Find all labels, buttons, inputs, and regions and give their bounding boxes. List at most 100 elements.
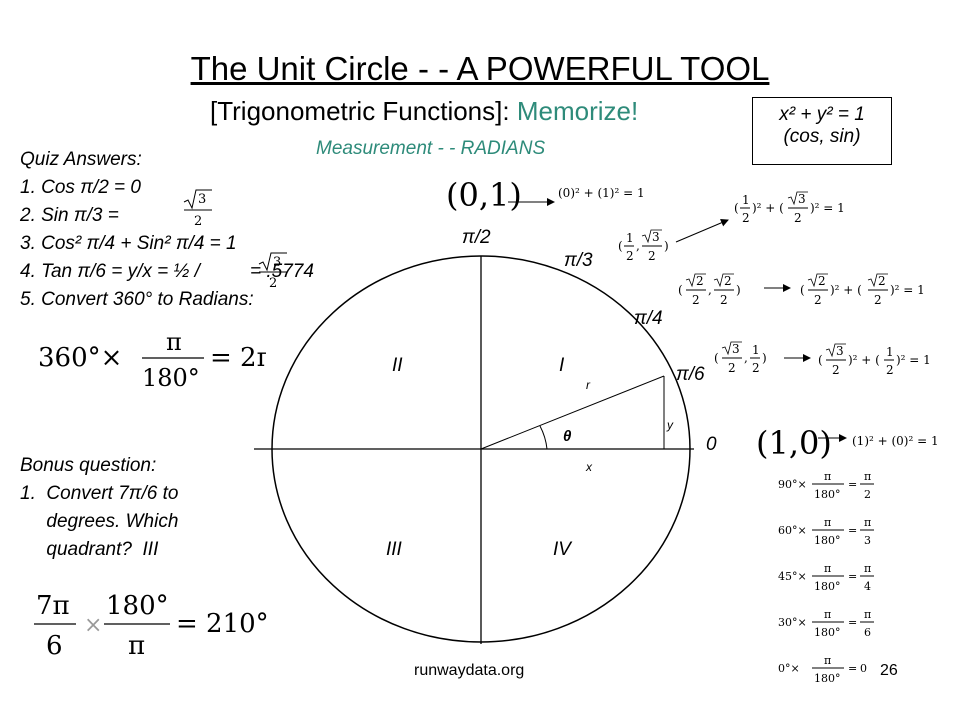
svg-text:2: 2 (724, 274, 732, 288)
radius-label: r (586, 378, 590, 392)
svg-text:2: 2 (720, 293, 728, 307)
unit-circle-diagram (254, 255, 694, 644)
bonus-line-3: quadrant? III (20, 539, 159, 560)
svg-text:2: 2 (814, 293, 822, 307)
svg-text:2: 2 (692, 293, 700, 307)
svg-text:)² + (: )² + ( (848, 353, 880, 367)
conversion-row-2-180: 180° (814, 580, 841, 593)
svg-text:3: 3 (732, 342, 740, 356)
svg-text:,: , (744, 351, 748, 365)
quadrant-i: I (559, 355, 565, 376)
quiz-item-4-text: 4. Tan π/6 = y/x = ½ / (20, 261, 200, 282)
conversion-row-0-degrees: 90°× (778, 478, 807, 491)
svg-text:180°: 180° (142, 364, 200, 392)
bonus-line-1: 1. Convert 7π/6 to (20, 483, 179, 504)
conversion-row-4-180: 180° (814, 672, 841, 682)
svg-text:2: 2 (696, 274, 704, 288)
svg-text:360°×: 360°× (38, 343, 122, 373)
svg-text:(: ( (818, 353, 823, 367)
conversion-row-1-result-num: π (864, 516, 871, 529)
svg-text:): ) (762, 351, 767, 365)
conversion-row-4-pi: π (824, 654, 831, 667)
conversion-row-4-degrees: 0°× (778, 662, 800, 675)
sqrt3-over-2-fraction: 3 2 (183, 189, 212, 229)
svg-text:1: 1 (626, 231, 634, 245)
svg-text:): ) (736, 283, 741, 297)
svg-text:6: 6 (46, 631, 63, 661)
sqrt3-over-2-fraction-quiz4: 3 2 (258, 252, 287, 291)
svg-text:)² = 1: )² = 1 (896, 353, 931, 367)
bonus-heading: Bonus question: (20, 455, 157, 476)
svg-text:2: 2 (886, 363, 894, 377)
svg-text:= 210°: = 210° (176, 609, 269, 639)
svg-text:3: 3 (652, 230, 660, 244)
arrow-pi3 (675, 219, 729, 243)
conversion-row-4-result: 0 (860, 662, 867, 675)
quiz-item-3: 3. Cos² π/4 + Sin² π/4 = 1 (20, 233, 237, 254)
svg-text:)² + (: )² + ( (752, 201, 784, 215)
slide-title: The Unit Circle - - A POWERFUL TOOL (190, 50, 770, 87)
coordinate-annotations: ( 12 , 3 2 ) ( 12 )² + ( 3 2 )² = 1 ( 2 … (508, 191, 931, 442)
page-number: 26 (880, 662, 898, 679)
svg-text:2: 2 (728, 361, 736, 375)
conversion-row-3-equals: = (848, 616, 857, 629)
conversion-row-1-180: 180° (814, 534, 841, 547)
svg-text:2: 2 (194, 214, 202, 229)
svg-text:2: 2 (818, 274, 826, 288)
conversion-row-1-degrees: 60°× (778, 524, 807, 537)
svg-text:)² + (: )² + ( (830, 283, 862, 297)
pi6-coordinates: ( 3 2 , 12 ) (714, 341, 767, 375)
quadrant-iii: III (386, 539, 402, 560)
svg-text:2: 2 (794, 211, 802, 225)
conversion-table: 90°×π180°=π260°×π180°=π345°×π180°=π430°×… (778, 470, 874, 682)
svg-text:2: 2 (269, 276, 277, 291)
svg-text:2: 2 (874, 293, 882, 307)
subtitle-accent: Memorize! (516, 96, 639, 126)
bonus-question: Bonus question: 1. Convert 7π/6 to degre… (20, 452, 178, 564)
quiz-item-2: 2. Sin π/3 = (20, 205, 119, 226)
point-top-equation: (0)² + (1)² = 1 (558, 186, 645, 200)
pi3-equation: ( 12 )² + ( 3 2 )² = 1 (734, 191, 845, 225)
conversion-row-0-pi: π (824, 470, 831, 483)
conversion-row-2-result-den: 4 (864, 580, 871, 593)
pi6-equation: ( 3 2 )² + ( 12 )² = 1 (818, 343, 931, 377)
identity-line-1: x² + y² = 1 (779, 104, 865, 125)
angle-zero: 0 (706, 434, 717, 455)
svg-text:3: 3 (273, 255, 281, 270)
conversion-row-2-pi: π (824, 562, 831, 575)
point-right: (1,0) (756, 424, 832, 462)
svg-text:2: 2 (752, 361, 760, 375)
x-leg-label: x (586, 460, 592, 474)
svg-text:π: π (128, 631, 145, 661)
subtitle-prefix: [Trigonometric Functions]: (210, 96, 510, 126)
quiz-item-5: 5. Convert 360° to Radians: (20, 289, 254, 310)
svg-text:(: ( (618, 239, 623, 253)
svg-text:)² = 1: )² = 1 (810, 201, 845, 215)
quiz-heading: Quiz Answers: (20, 149, 142, 170)
identity-box: x² + y² = 1 (cos, sin) (752, 97, 892, 165)
angle-pi-over-6: π/6 (676, 364, 705, 385)
point-top: (0,1) (446, 176, 522, 214)
measurement-label: Measurement - - RADIANS (316, 138, 546, 159)
conversion-row-0-result-num: π (864, 470, 871, 483)
conversion-row-0-180: 180° (814, 488, 841, 501)
svg-text:(: ( (678, 283, 683, 297)
bonus-line-2: degrees. Which (20, 511, 179, 532)
footer-source: runwaydata.org (414, 662, 525, 679)
conversion-row-3-180: 180° (814, 626, 841, 639)
svg-text:2: 2 (832, 363, 840, 377)
svg-text:1: 1 (742, 193, 750, 207)
conversion-row-4-equals: = (848, 662, 857, 675)
angle-pi-over-3: π/3 (564, 250, 593, 271)
quadrant-iv: IV (553, 539, 571, 560)
conversion-row-3-pi: π (824, 608, 831, 621)
y-leg-label: y (667, 418, 673, 432)
svg-text:3: 3 (198, 192, 206, 207)
svg-text:= 2π: = 2π (210, 343, 266, 373)
slide-subtitle: [Trigonometric Functions]: Memorize! (210, 96, 638, 127)
identity-line-2: (cos, sin) (783, 126, 861, 147)
svg-text:1: 1 (752, 343, 760, 357)
angle-pi-over-4: π/4 (634, 308, 663, 329)
svg-text:180°: 180° (106, 591, 169, 621)
svg-text:2: 2 (648, 249, 656, 263)
